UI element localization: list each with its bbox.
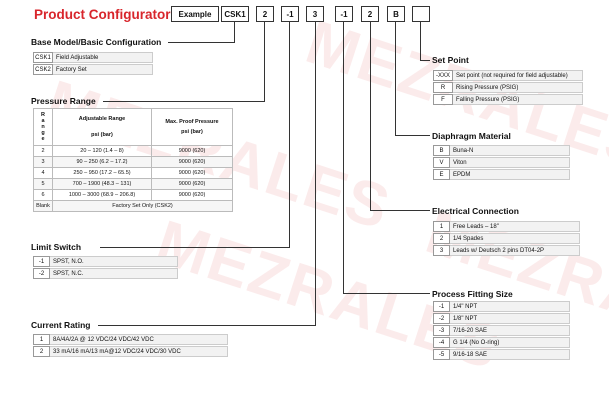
desc: SPST, N.C. (50, 268, 178, 279)
desc: SPST, N.O. (50, 256, 178, 267)
desc: Falling Pressure (PSIG) (453, 94, 583, 105)
base-heading: Base Model/Basic Configuration (31, 37, 162, 47)
code: E (433, 169, 450, 180)
code: CSK1 (33, 52, 53, 63)
example-part: B (387, 6, 405, 22)
code: -XXX (433, 70, 453, 81)
example-part: 2 (256, 6, 274, 22)
desc: 1/4" NPT (450, 301, 570, 312)
desc: Leads w/ Deutsch 2 pins DT04-2P (450, 245, 580, 256)
desc: Buna-N (450, 145, 570, 156)
desc: 8A/4A/2A @ 12 VDC/24 VDC/42 VDC (50, 334, 228, 345)
example-part: 2 (361, 6, 379, 22)
code: R (433, 82, 453, 93)
desc: 33 mA/16 mA/13 mA@12 VDC/24 VDC/30 VDC (50, 346, 228, 357)
code: -1 (33, 256, 50, 267)
code: CSK2 (33, 64, 53, 75)
setpoint-heading: Set Point (432, 55, 469, 65)
desc: EPDM (450, 169, 570, 180)
code: B (433, 145, 450, 156)
code: -2 (433, 313, 450, 324)
code: F (433, 94, 453, 105)
code: 1 (33, 334, 50, 345)
process-heading: Process Fitting Size (432, 289, 513, 299)
desc: 7/16-20 SAE (450, 325, 570, 336)
code: V (433, 157, 450, 168)
desc: 9/16-18 SAE (450, 349, 570, 360)
desc: 1/8" NPT (450, 313, 570, 324)
example-part: 3 (306, 6, 324, 22)
current-heading: Current Rating (31, 320, 91, 330)
example-label: Example (171, 6, 219, 22)
code: 2 (33, 346, 50, 357)
code: 2 (433, 233, 450, 244)
desc: Factory Set (53, 64, 153, 75)
desc: Rising Pressure (PSIG) (453, 82, 583, 93)
desc: G 1/4 (No O-ring) (450, 337, 570, 348)
limit-heading: Limit Switch (31, 242, 82, 252)
example-part (412, 6, 430, 22)
code: 3 (433, 245, 450, 256)
code: 1 (433, 221, 450, 232)
desc: Free Leads – 18" (450, 221, 580, 232)
desc: 1/4 Spades (450, 233, 580, 244)
page-title: Product Configurator (34, 7, 171, 22)
desc: Set point (not required for field adjust… (453, 70, 583, 81)
electrical-heading: Electrical Connection (432, 206, 519, 216)
desc: Viton (450, 157, 570, 168)
code: -2 (33, 268, 50, 279)
example-part: CSK1 (221, 6, 249, 22)
code: -5 (433, 349, 450, 360)
example-part: -1 (281, 6, 299, 22)
example-part: -1 (335, 6, 353, 22)
diaphragm-heading: Diaphragm Material (432, 131, 511, 141)
code: -3 (433, 325, 450, 336)
pressure-heading: Pressure Range (31, 96, 96, 106)
code: -1 (433, 301, 450, 312)
desc: Field Adjustable (53, 52, 153, 63)
code: -4 (433, 337, 450, 348)
